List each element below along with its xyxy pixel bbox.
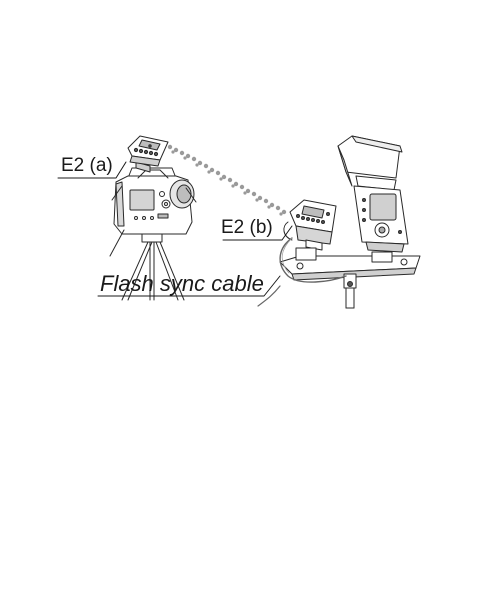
transmitter-label: E2 (a) — [61, 156, 113, 175]
light-stand-icon — [344, 274, 356, 308]
receiver-icon — [284, 200, 336, 250]
speedlite-flash-icon — [338, 136, 408, 260]
camera-icon — [112, 168, 196, 234]
transmitter-icon — [128, 136, 168, 172]
receiver-label: E2 (b) — [221, 218, 273, 237]
cable-label: Flash sync cable — [100, 273, 264, 295]
